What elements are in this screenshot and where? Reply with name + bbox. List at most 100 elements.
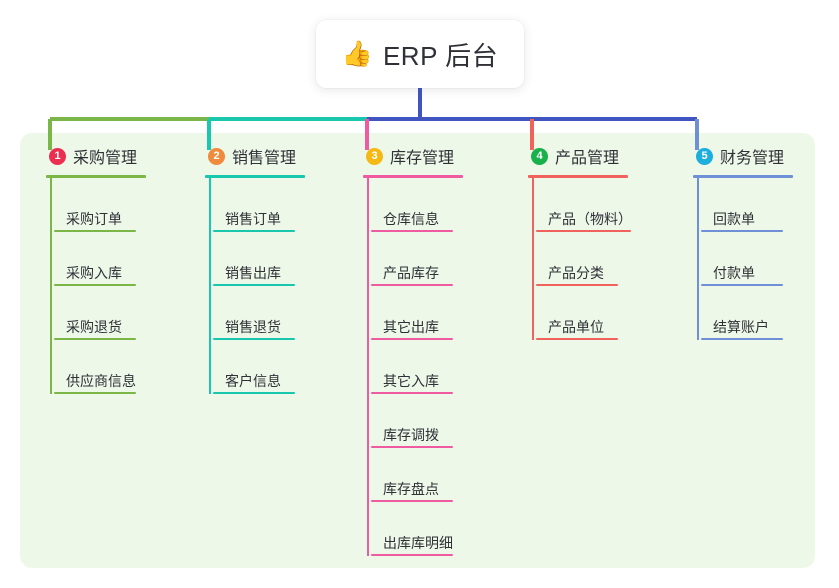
thumbs-up-icon: 👍 [341, 39, 373, 68]
leaf-item[interactable]: 出库库明细 [367, 502, 463, 556]
leaf-item[interactable]: 采购订单 [50, 178, 146, 232]
branch-header-3[interactable]: 3 库存管理 [363, 144, 463, 168]
branch-badge-icon: 1 [49, 147, 66, 165]
branch-column-2: 2 销售管理销售订单销售出库销售退货客户信息 [205, 144, 305, 394]
branch-spine [532, 178, 534, 340]
leaf-rule [371, 284, 453, 286]
leaf-label: 采购入库 [66, 265, 122, 281]
branch-header-rule [205, 175, 305, 178]
branch-spine [209, 178, 211, 394]
branch-title: 采购管理 [73, 150, 138, 167]
leaf-label: 供应商信息 [66, 373, 136, 389]
leaf-item[interactable]: 采购退货 [50, 286, 146, 340]
leaf-rule [54, 230, 136, 232]
leaf-item[interactable]: 回款单 [697, 178, 793, 232]
branch-header-2[interactable]: 2 销售管理 [205, 144, 305, 168]
leaf-rule [536, 338, 618, 340]
branch-header-5[interactable]: 5 财务管理 [693, 144, 793, 168]
leaf-item[interactable]: 付款单 [697, 232, 793, 286]
leaf-item[interactable]: 产品单位 [532, 286, 632, 340]
diagram-background-panel [20, 133, 815, 568]
branch-column-5: 5 财务管理回款单付款单结算账户 [693, 144, 793, 340]
leaf-item[interactable]: 销售退货 [209, 286, 305, 340]
branch-spine [697, 178, 699, 340]
leaf-rule [213, 230, 295, 232]
leaf-item[interactable]: 产品分类 [532, 232, 632, 286]
leaf-rule [536, 230, 631, 232]
leaf-item[interactable]: 其它入库 [367, 340, 463, 394]
branch-badge-icon: 4 [531, 147, 548, 165]
leaf-label: 其它出库 [383, 319, 439, 335]
leaf-item[interactable]: 采购入库 [50, 232, 146, 286]
leaf-rule [54, 392, 136, 394]
leaf-label: 库存调拨 [383, 427, 439, 443]
root-node[interactable]: 👍 ERP 后台 [316, 20, 524, 88]
branch-header-1[interactable]: 1 采购管理 [46, 144, 146, 168]
leaf-item[interactable]: 仓库信息 [367, 178, 463, 232]
leaf-label: 客户信息 [225, 373, 281, 389]
leaf-label: 出库库明细 [383, 535, 453, 551]
leaf-label: 产品单位 [548, 319, 604, 335]
branch-badge-icon: 3 [366, 147, 383, 165]
leaf-rule [213, 392, 295, 394]
leaf-label: 产品（物料） [548, 211, 632, 227]
leaf-label: 销售订单 [225, 211, 281, 227]
leaf-label: 销售出库 [225, 265, 281, 281]
leaf-rule [371, 554, 453, 556]
leaf-rule [701, 338, 783, 340]
branch-badge-icon: 2 [208, 147, 225, 165]
root-title: ERP 后台 [382, 40, 499, 71]
branch-leaf-list: 采购订单采购入库采购退货供应商信息 [46, 178, 146, 394]
leaf-item[interactable]: 库存调拨 [367, 394, 463, 448]
branch-header-rule [363, 175, 463, 178]
leaf-label: 采购退货 [66, 319, 122, 335]
leaf-label: 回款单 [713, 211, 755, 227]
branch-leaf-list: 回款单付款单结算账户 [693, 178, 793, 340]
leaf-rule [213, 338, 295, 340]
leaf-rule [371, 392, 453, 394]
leaf-item[interactable]: 供应商信息 [50, 340, 146, 394]
leaf-label: 结算账户 [713, 319, 769, 335]
branch-header-4[interactable]: 4 产品管理 [528, 144, 632, 168]
leaf-item[interactable]: 产品库存 [367, 232, 463, 286]
branch-column-3: 3 库存管理仓库信息产品库存其它出库其它入库库存调拨库存盘点出库库明细 [363, 144, 463, 556]
branch-column-4: 4 产品管理产品（物料） 产品分类产品单位 [528, 144, 632, 340]
leaf-item[interactable]: 销售出库 [209, 232, 305, 286]
leaf-label: 付款单 [713, 265, 755, 281]
leaf-item[interactable]: 其它出库 [367, 286, 463, 340]
branch-title: 库存管理 [390, 150, 455, 167]
branch-leaf-list: 产品（物料） 产品分类产品单位 [528, 178, 632, 340]
branch-title: 产品管理 [555, 150, 620, 167]
leaf-item[interactable]: 客户信息 [209, 340, 305, 394]
branch-title: 销售管理 [232, 150, 297, 167]
branch-title: 财务管理 [720, 150, 785, 167]
leaf-label: 其它入库 [383, 373, 439, 389]
branch-leaf-list: 仓库信息产品库存其它出库其它入库库存调拨库存盘点出库库明细 [363, 178, 463, 556]
leaf-label: 产品库存 [383, 265, 439, 281]
branch-header-rule [693, 175, 793, 178]
leaf-label: 仓库信息 [383, 211, 439, 227]
leaf-rule [54, 338, 136, 340]
leaf-label: 库存盘点 [383, 481, 439, 497]
branch-header-rule [46, 175, 146, 178]
leaf-label: 采购订单 [66, 211, 122, 227]
leaf-item[interactable]: 产品（物料） [532, 178, 632, 232]
branch-spine [367, 178, 369, 556]
leaf-label: 产品分类 [548, 265, 604, 281]
branch-leaf-list: 销售订单销售出库销售退货客户信息 [205, 178, 305, 394]
leaf-rule [701, 284, 783, 286]
leaf-rule [371, 338, 453, 340]
leaf-rule [54, 284, 136, 286]
leaf-item[interactable]: 结算账户 [697, 286, 793, 340]
leaf-item[interactable]: 销售订单 [209, 178, 305, 232]
leaf-rule [701, 230, 783, 232]
leaf-rule [213, 284, 295, 286]
leaf-item[interactable]: 库存盘点 [367, 448, 463, 502]
leaf-rule [536, 284, 618, 286]
branch-column-1: 1 采购管理采购订单采购入库采购退货供应商信息 [46, 144, 146, 394]
branch-badge-icon: 5 [696, 147, 713, 165]
branch-header-rule [528, 175, 628, 178]
branch-spine [50, 178, 52, 394]
leaf-rule [371, 500, 453, 502]
leaf-rule [371, 230, 453, 232]
